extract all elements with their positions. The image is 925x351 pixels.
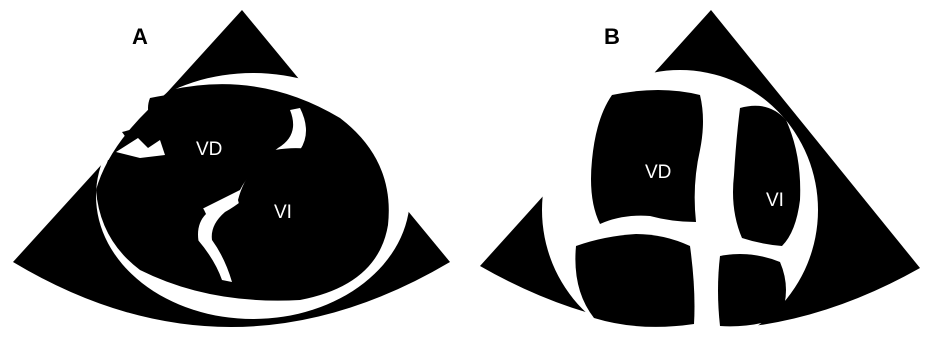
panel-b-label-vi: VI bbox=[766, 190, 784, 211]
panel-b-letter: B bbox=[604, 24, 620, 49]
panel-b-left-atrium bbox=[718, 254, 786, 326]
panel-a-letter: A bbox=[132, 24, 148, 49]
panel-a-label-vd: VD bbox=[196, 139, 222, 160]
panel-b-label-vd: VD bbox=[645, 162, 671, 183]
panel-a: A VD VI bbox=[13, 10, 450, 327]
panel-a-label-vi: VI bbox=[274, 202, 292, 223]
panel-b-right-atrium bbox=[575, 234, 694, 327]
panel-b-right-ventricle bbox=[591, 90, 703, 224]
panel-b: B VD VI bbox=[480, 10, 920, 350]
